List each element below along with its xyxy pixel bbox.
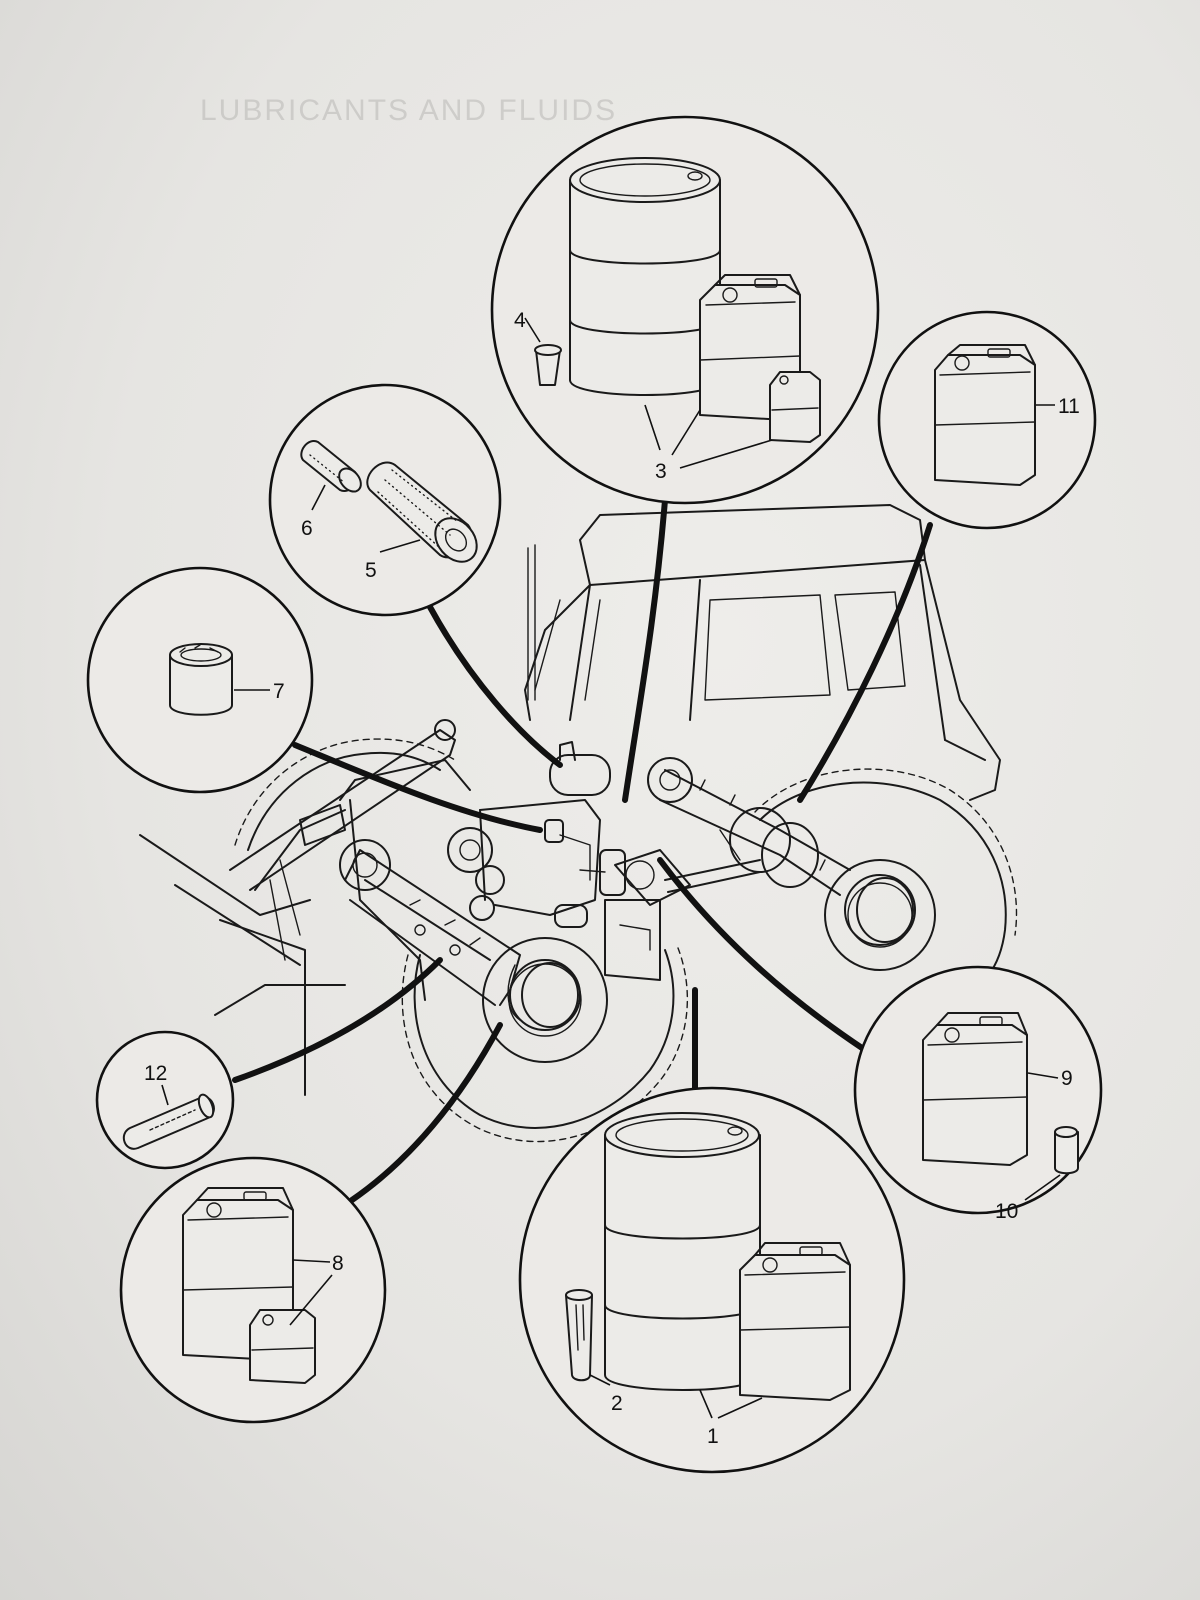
label-4: 4 — [514, 309, 526, 332]
cab — [524, 504, 1001, 801]
air-filter-icon — [366, 461, 478, 563]
faint-header-text: LUBRICANTS AND FLUIDS — [200, 94, 617, 127]
callout-grease: 8 — [119, 1156, 387, 1424]
callout-engine-oil: 2 1 — [518, 1086, 906, 1474]
connector-7-oil-filter — [292, 742, 543, 833]
oil-can-icon — [249, 1309, 316, 1384]
label-3: 3 — [655, 460, 667, 483]
callout-transmission-oil: 9 10 — [853, 965, 1103, 1223]
label-8: 8 — [332, 1252, 344, 1275]
connector-11-rear-axle — [797, 522, 933, 803]
oil-can-icon — [769, 371, 821, 443]
callout-grease-cartridge: 12 — [95, 1030, 235, 1170]
label-5: 5 — [365, 559, 377, 582]
oil-can-icon — [739, 1242, 851, 1401]
connector-9-transmission — [657, 857, 868, 1053]
callout-axle-oil: 11 — [877, 310, 1097, 530]
label-6: 6 — [301, 517, 313, 540]
grease-tube-icon — [122, 1093, 215, 1150]
drum-icon — [604, 1112, 761, 1391]
label-1: 1 — [707, 1425, 719, 1448]
front-wheel — [234, 738, 688, 1143]
connector-5-air-filter — [427, 604, 563, 768]
label-7: 7 — [273, 680, 285, 703]
engine — [339, 741, 661, 981]
backhoe-loader-icon — [139, 504, 1018, 1143]
connector-3-engine — [622, 497, 668, 803]
connector-8-front-axle — [349, 1022, 503, 1203]
filter-icon — [1054, 1126, 1079, 1175]
callout-hydraulic-oil: 4 3 — [490, 115, 880, 505]
oil-can-icon — [934, 344, 1036, 486]
connector-lines — [232, 497, 933, 1203]
connector-12-loader — [232, 957, 443, 1083]
drum-icon — [569, 157, 721, 396]
label-11: 11 — [1058, 395, 1080, 418]
grease-cup-icon — [534, 344, 562, 386]
label-9: 9 — [1061, 1067, 1073, 1090]
callout-oil-filter: 7 — [86, 566, 314, 794]
filter-icon — [169, 643, 233, 716]
callout-air-filter: 6 5 — [268, 383, 502, 617]
label-12: 12 — [144, 1062, 167, 1085]
air-filter-icon — [300, 440, 362, 493]
oil-can-icon — [922, 1012, 1028, 1166]
label-10: 10 — [995, 1200, 1018, 1223]
rear-wheel — [754, 768, 1018, 996]
front-axle — [339, 839, 581, 1031]
rear-axle — [647, 757, 916, 946]
label-2: 2 — [611, 1392, 623, 1415]
